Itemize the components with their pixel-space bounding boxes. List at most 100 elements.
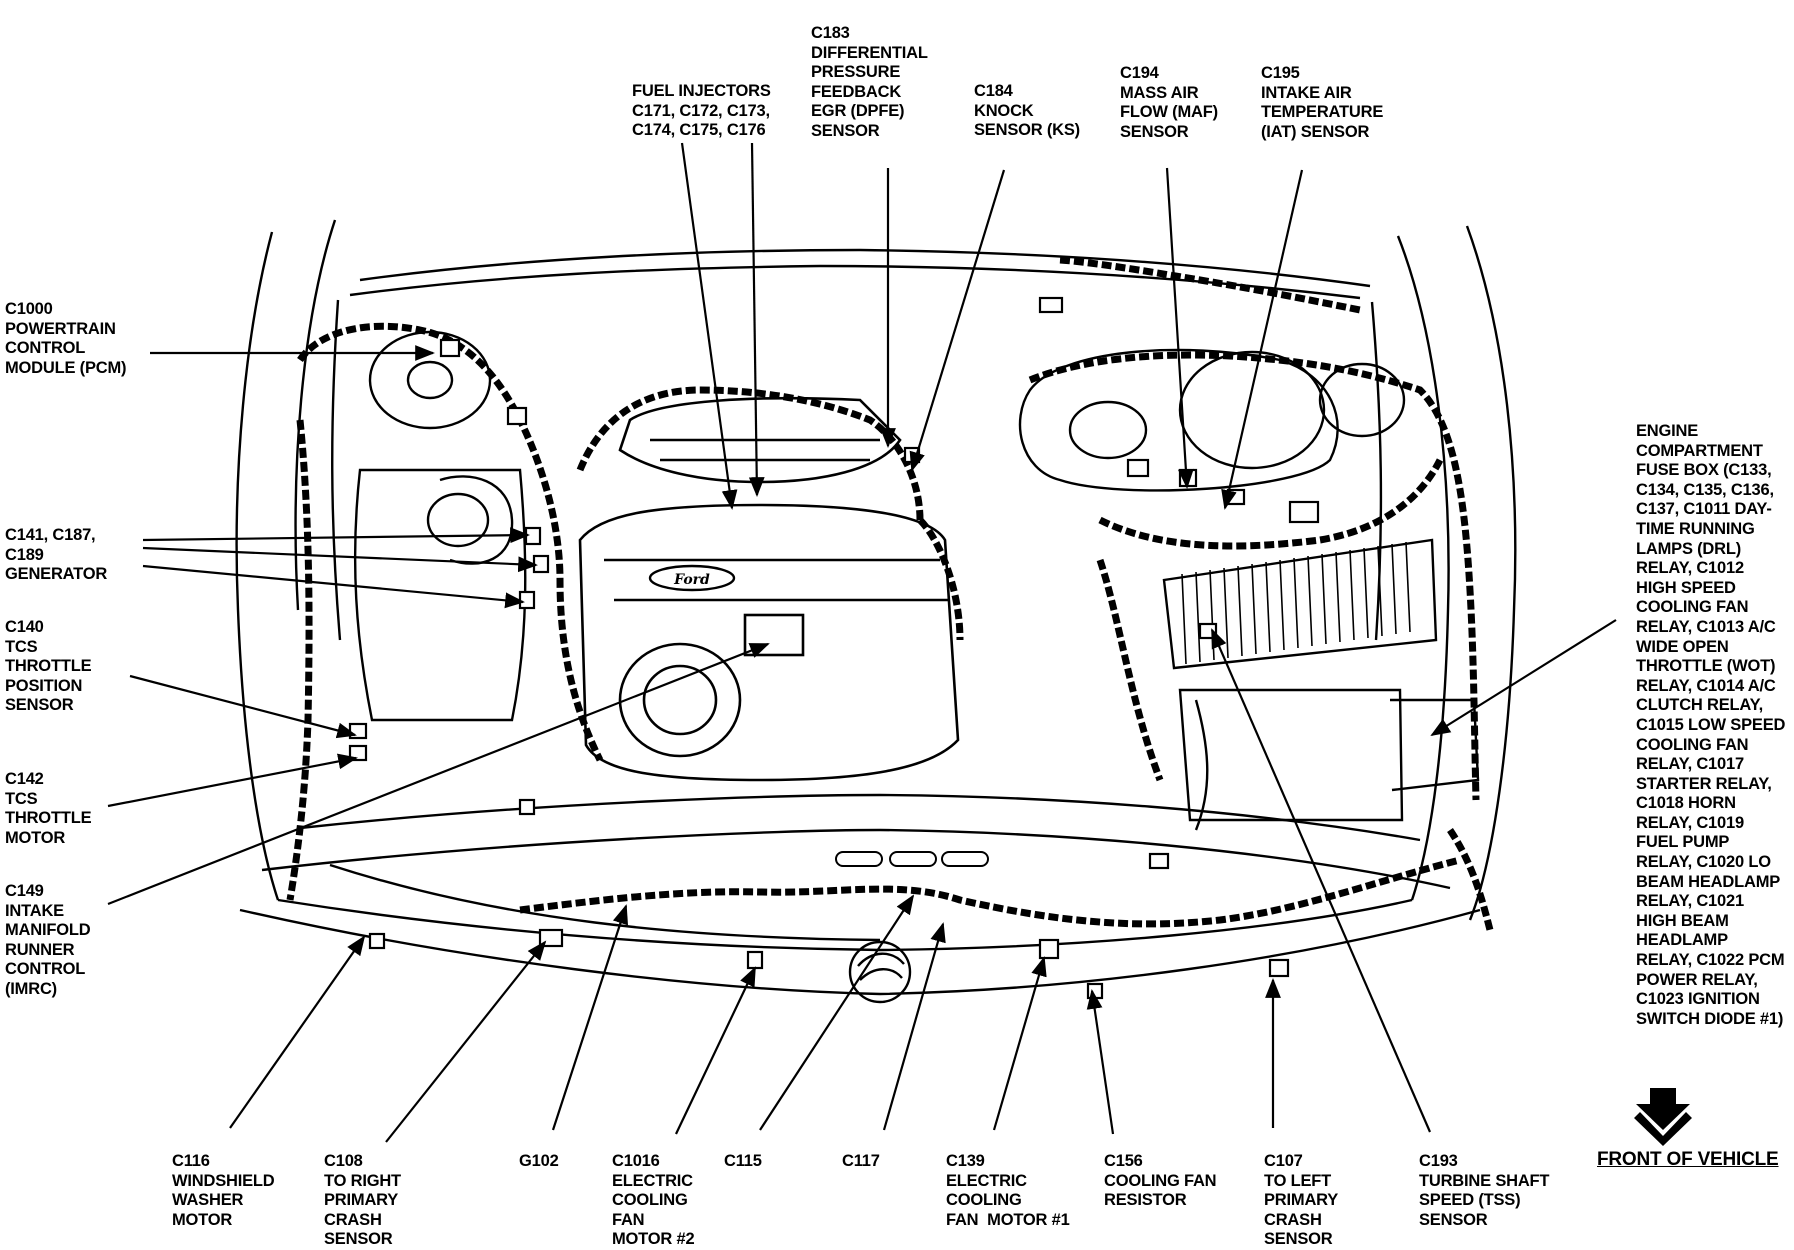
label-line: SWITCH DIODE #1) <box>1636 1009 1784 1028</box>
label-line: WIDE OPEN <box>1636 637 1729 656</box>
label-line: HEADLAMP <box>1636 931 1728 950</box>
leader-c195 <box>1221 169 1304 510</box>
leader-fuel-injector-a <box>680 142 738 510</box>
leader-c193 <box>1210 628 1432 1133</box>
label-line: SENSOR <box>1264 1230 1333 1249</box>
label-line: STARTER RELAY, <box>1636 774 1772 793</box>
label-line: RELAY, C1021 <box>1636 892 1744 911</box>
label-line: FRONT OF VEHICLE <box>1597 1149 1779 1170</box>
leader-fuel-injector-b <box>748 142 765 497</box>
leader-c141-c <box>142 564 525 609</box>
leader-lines <box>107 142 1617 1143</box>
label-line: C189 <box>5 545 44 564</box>
label-line: COOLING FAN <box>1104 1171 1217 1190</box>
label-line: RELAY, C1013 A/C <box>1636 617 1776 636</box>
label-line: FUSE BOX (C133, <box>1636 461 1772 480</box>
leader-g102 <box>551 904 629 1131</box>
leader-c117 <box>882 922 946 1131</box>
label-line: C1015 LOW SPEED <box>1636 715 1786 734</box>
label-line: C1018 HORN <box>1636 794 1736 813</box>
leader-c140 <box>129 674 357 739</box>
label-line: INTAKE AIR <box>1261 83 1352 102</box>
label-line: POWERTRAIN <box>5 319 116 338</box>
label-line: KNOCK <box>974 101 1034 120</box>
label-line: MODULE (PCM) <box>5 358 127 377</box>
label-line: RUNNER <box>5 940 75 959</box>
label-line: MOTOR <box>5 828 66 847</box>
leader-c108 <box>385 940 547 1143</box>
leader-c115 <box>759 894 915 1131</box>
label-line: TCS <box>5 637 38 656</box>
label-line: RELAY, C1012 <box>1636 559 1744 578</box>
label-line: HIGH BEAM <box>1636 911 1729 930</box>
label-line: TCS <box>5 789 38 808</box>
label-line: EGR (DPFE) <box>811 102 905 121</box>
front-arrow-icon <box>1634 1088 1692 1146</box>
leader-fuse-box <box>1430 619 1617 737</box>
label-line: CRASH <box>1264 1210 1322 1229</box>
leader-c1016 <box>675 966 756 1135</box>
label-line: C184 <box>974 82 1013 100</box>
vehicle-body-outline <box>235 219 1517 996</box>
label-line: C149 <box>5 882 44 900</box>
label-line: C1016 <box>612 1152 660 1170</box>
label-line: SENSOR <box>1419 1210 1488 1229</box>
label-line: FLOW (MAF) <box>1120 103 1218 122</box>
leader-c149 <box>107 642 770 906</box>
label-line: RELAY, C1014 A/C <box>1636 676 1776 695</box>
label-line: MASS AIR <box>1120 83 1199 102</box>
label-line: C142 <box>5 770 44 788</box>
label-line: (IMRC) <box>5 979 57 998</box>
label-line: C195 <box>1261 64 1300 82</box>
label-line: C156 <box>1104 1152 1143 1170</box>
leader-c142 <box>107 753 358 808</box>
label-line: BEAM HEADLAMP <box>1636 872 1781 891</box>
label-c117: C117 <box>842 1152 880 1172</box>
label-line: FEEDBACK <box>811 82 902 101</box>
label-line: FAN <box>612 1210 645 1229</box>
label-line: RELAY, C1022 PCM <box>1636 951 1785 970</box>
leader-c141-b <box>142 546 538 573</box>
label-line: C134, C135, C136, <box>1636 480 1774 499</box>
label-line: TO RIGHT <box>324 1171 401 1190</box>
front-emblem <box>848 940 912 1004</box>
label-line: PRIMARY <box>1264 1191 1339 1210</box>
label-line: POWER RELAY, <box>1636 970 1758 989</box>
label-line: TIME RUNNING <box>1636 519 1755 538</box>
label-line: SENSOR <box>1120 122 1189 141</box>
leader-c141-a <box>142 527 530 544</box>
label-line: C1023 IGNITION <box>1636 990 1760 1009</box>
label-line: C1000 <box>5 300 53 318</box>
label-line: MOTOR <box>172 1210 233 1229</box>
label-line: C108 <box>324 1152 363 1170</box>
label-line: WINDSHIELD <box>172 1171 275 1190</box>
label-line: THROTTLE (WOT) <box>1636 657 1776 676</box>
label-line: RELAY, C1017 <box>1636 755 1744 774</box>
label-line: C140 <box>5 618 44 636</box>
label-line: POSITION <box>5 676 83 695</box>
label-line: DIFFERENTIAL <box>811 43 928 62</box>
label-line: CLUTCH RELAY, <box>1636 696 1763 715</box>
label-line: C193 <box>1419 1152 1458 1170</box>
label-line: COOLING <box>612 1191 688 1210</box>
label-line: WASHER <box>172 1191 244 1210</box>
leader-c194 <box>1165 167 1194 489</box>
label-line: SENSOR (KS) <box>974 121 1080 140</box>
label-line: RELAY, C1019 <box>1636 813 1744 832</box>
air-filter-ribs <box>1162 538 1438 670</box>
label-line: GENERATOR <box>5 565 108 584</box>
leader-c184 <box>909 169 1006 472</box>
label-g102: G102 <box>519 1152 559 1172</box>
label-line: G102 <box>519 1152 559 1170</box>
label-line: LAMPS (DRL) <box>1636 539 1742 558</box>
label-line: FUEL INJECTORS <box>632 82 771 100</box>
label-line: SPEED (TSS) <box>1419 1191 1521 1210</box>
label-line: CRASH <box>324 1210 382 1229</box>
